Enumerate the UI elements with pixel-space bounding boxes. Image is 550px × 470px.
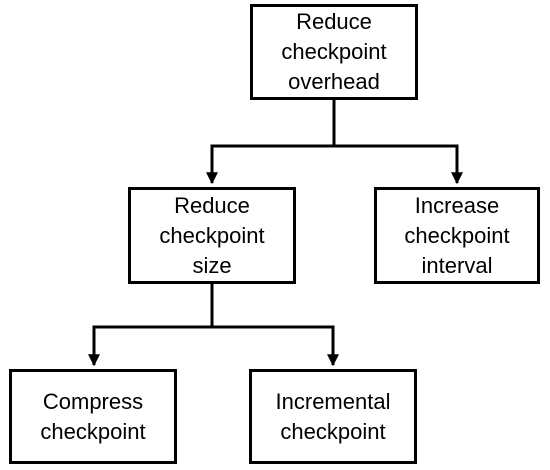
node-increase-checkpoint-interval: Increase checkpoint interval (374, 187, 540, 284)
node-label-line: Reduce (174, 192, 250, 218)
node-label-line: size (192, 252, 232, 278)
node-label-line: Incremental (275, 388, 391, 414)
node-label-line: checkpoint (281, 39, 387, 64)
node-label-line: Compress (42, 388, 144, 414)
node-label-line: checkpoint (40, 418, 146, 444)
node-label-line: overhead (288, 69, 380, 94)
node-incremental-checkpoint: Incremental checkpoint (249, 369, 417, 464)
node-label-line: checkpoint (159, 222, 265, 248)
node-reduce-checkpoint-size: Reduce checkpoint size (128, 187, 296, 284)
connector-root-to-children (206, 100, 463, 185)
node-reduce-checkpoint-overhead: Reduce checkpoint overhead (250, 4, 418, 100)
node-label-line: interval (421, 252, 493, 278)
node-label-line: Reduce (296, 9, 372, 34)
node-label-line: checkpoint (280, 418, 386, 444)
node-compress-checkpoint: Compress checkpoint (9, 369, 177, 464)
connector-size-to-children (88, 284, 339, 367)
node-label-line: Increase (414, 192, 500, 218)
node-label-line: checkpoint (404, 222, 510, 248)
